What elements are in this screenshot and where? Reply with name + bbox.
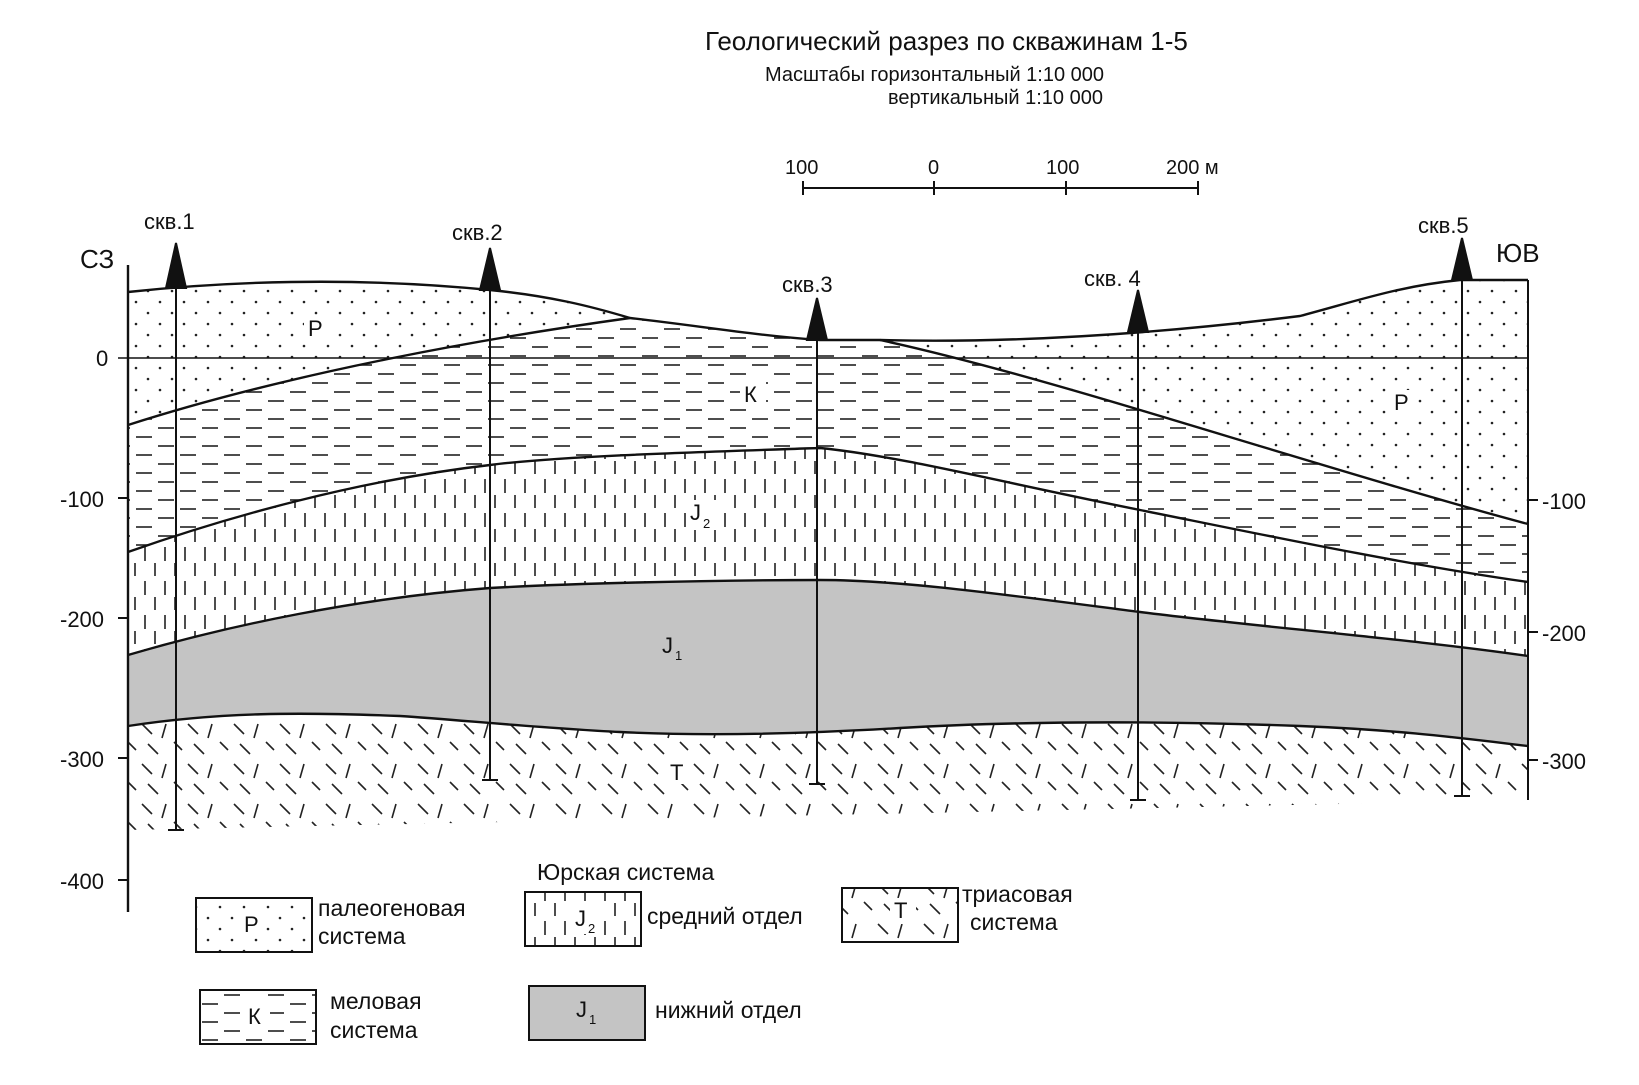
layer-label-p-left: Р — [308, 316, 323, 341]
layer-cretaceous — [128, 318, 1528, 582]
legend-cretaceous-symbol: К — [248, 1004, 261, 1029]
boundary-p-k-right — [879, 338, 1529, 526]
layer-label-t: Т — [670, 760, 683, 785]
scale-bar: 100 0 100 200 м — [785, 157, 1219, 195]
well-1 — [164, 242, 188, 831]
layer-paleogene-right — [880, 280, 1528, 524]
well-1-label: скв.1 — [144, 209, 195, 234]
legend-j1-subscript: 1 — [589, 1012, 596, 1027]
left-tick-0: 0 — [96, 346, 108, 371]
legend-paleogene-label-1: палеогеновая — [318, 895, 466, 921]
scalebar-label-100: 100 — [1046, 157, 1079, 179]
legend-cretaceous-label-2: система — [330, 1017, 418, 1043]
direction-southeast: ЮВ — [1496, 238, 1540, 268]
legend-j1-symbol: J — [576, 997, 587, 1022]
legend-cretaceous-label-1: меловая — [330, 988, 422, 1014]
section-title: Геологический разрез по скважинам 1-5 — [705, 26, 1188, 56]
boundary-j2-j1 — [127, 578, 1529, 658]
left-tick-400: -400 — [60, 869, 104, 894]
left-depth-axis: 0 -100 -200 -300 -400 — [60, 265, 1528, 912]
scalebar-label-200: 200 м — [1166, 157, 1219, 179]
legend-j2-subscript: 2 — [588, 921, 595, 936]
direction-northwest: СЗ — [80, 244, 114, 274]
right-depth-axis: -100 -200 -300 — [1528, 489, 1586, 774]
right-tick-100: -100 — [1542, 489, 1586, 514]
right-tick-200: -200 — [1542, 621, 1586, 646]
scale-vertical: вертикальный 1:10 000 — [888, 87, 1103, 109]
well-4-label: скв. 4 — [1084, 266, 1141, 291]
layer-label-p-right: Р — [1394, 390, 1409, 415]
legend-paleogene: Р палеогеновая система — [195, 895, 466, 953]
legend-triassic-label-2: система — [970, 909, 1058, 935]
legend-triassic-symbol: Т — [894, 898, 907, 923]
scalebar-label-zero: 0 — [928, 157, 939, 179]
well-2 — [478, 247, 502, 781]
layer-triassic — [128, 713, 1528, 830]
legend-triassic-label-1: триасовая — [962, 881, 1073, 907]
layer-j1 — [128, 580, 1528, 746]
legend-paleogene-symbol: Р — [244, 912, 259, 937]
left-tick-200: -200 — [60, 607, 104, 632]
well-5-label: скв.5 — [1418, 213, 1469, 238]
legend-j2-symbol: J — [575, 906, 586, 931]
ground-surface — [127, 278, 1528, 342]
layer-label-k: К — [744, 382, 757, 407]
wells — [164, 237, 1474, 831]
layer-label-j1-sub: 1 — [675, 648, 682, 663]
well-4 — [1126, 289, 1150, 801]
strata — [127, 278, 1529, 830]
well-3-label: скв.3 — [782, 272, 833, 297]
boundary-j1-t — [127, 712, 1529, 748]
legend-j2-label: средний отдел — [647, 903, 803, 929]
legend: Юрская система Р палеогеновая система К … — [195, 859, 1073, 1045]
legend-j1: J 1 нижний отдел — [528, 985, 802, 1041]
boundary-k-j2 — [127, 446, 1529, 584]
legend-triassic: Т триасовая система — [841, 881, 1073, 943]
well-5 — [1450, 237, 1474, 797]
legend-paleogene-label-2: система — [318, 923, 406, 949]
layer-label-j2-sub: 2 — [703, 516, 710, 531]
legend-cretaceous: К меловая система — [199, 988, 422, 1045]
legend-jurassic-header: Юрская система — [537, 859, 714, 885]
well-2-label: скв.2 — [452, 220, 503, 245]
layer-label-j1: J — [662, 633, 673, 658]
left-tick-300: -300 — [60, 747, 104, 772]
well-3 — [805, 297, 829, 785]
legend-j2: J 2 средний отдел — [524, 891, 803, 947]
legend-j1-label: нижний отдел — [655, 997, 802, 1023]
scale-horizontal: Масштабы горизонтальный 1:10 000 — [765, 64, 1104, 86]
left-tick-100: -100 — [60, 487, 104, 512]
layer-j2 — [128, 448, 1528, 656]
scalebar-label-left: 100 — [785, 157, 818, 179]
layer-label-j2: J — [690, 500, 701, 525]
right-tick-300: -300 — [1542, 749, 1586, 774]
